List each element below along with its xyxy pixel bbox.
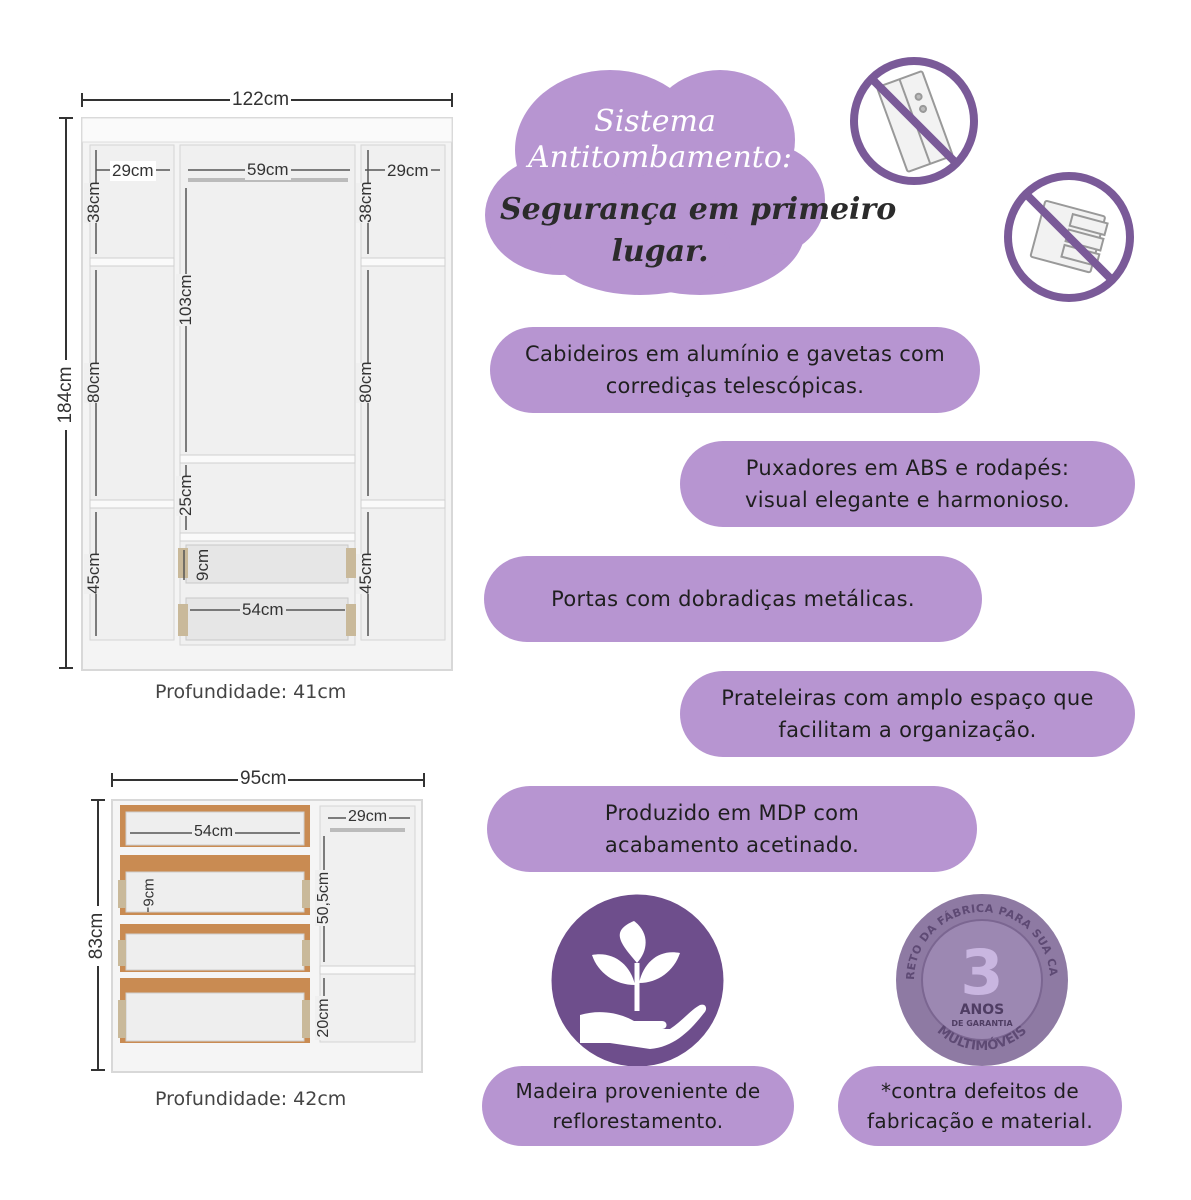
wardrobe-left-width: 29cm: [110, 161, 156, 181]
feature-4-line1: Prateleiras com amplo espaço que: [721, 686, 1094, 710]
wardrobe-diagram: [59, 93, 453, 671]
seal-anos: ANOS: [960, 1002, 1005, 1018]
reforestation-note: Madeira proveniente de reflorestamento.: [482, 1066, 794, 1146]
wardrobe-mid-right-height: 80cm: [356, 361, 376, 403]
wardrobe-top-right-height: 38cm: [356, 181, 376, 223]
headline-line3: Segurança em primeiro: [500, 192, 897, 227]
warranty-line1: *contra defeitos de: [880, 1079, 1080, 1103]
headline-line2: Antitombamento:: [527, 140, 793, 175]
wardrobe-height-label: 184cm: [55, 360, 77, 430]
wardrobe-top-left-height: 38cm: [84, 181, 104, 223]
headline-line4: lugar.: [611, 234, 709, 269]
wardrobe-drawer-width: 54cm: [240, 600, 286, 620]
dresser-depth-label: Profundidade: 42cm: [155, 1088, 347, 1110]
headline-cloud: [485, 70, 825, 295]
warranty-seal: DIRETO DA FÁBRICA PARA SUA CASA MULTIMÓV…: [892, 890, 1068, 1066]
dresser-diagram: [91, 773, 425, 1073]
feature-2-line2: visual elegante e harmonioso.: [744, 488, 1071, 512]
wardrobe-depth-label: Profundidade: 41cm: [155, 681, 347, 703]
feature-1-line2: corrediças telescópicas.: [605, 374, 865, 398]
reforestation-line1: Madeira proveniente de: [515, 1079, 761, 1103]
seal-garantia: DE GARANTIA: [951, 1019, 1013, 1028]
feature-shelves: Prateleiras com amplo espaço que facilita…: [680, 671, 1135, 757]
feature-1-line1: Cabideiros em alumínio e gavetas com: [525, 342, 945, 366]
dresser-drawer-width: 54cm: [192, 823, 236, 841]
wardrobe-drawer-height: 9cm: [193, 548, 213, 581]
dresser-width-label: 95cm: [238, 768, 289, 790]
wardrobe-hanging-height: 103cm: [176, 274, 196, 326]
feature-hangers-drawers: Cabideiros em alumínio e gavetas com corr…: [490, 327, 980, 413]
dresser-height-label: 83cm: [86, 906, 108, 966]
no-tipping-wardrobe-icon: [850, 57, 978, 185]
feature-2-line1: Puxadores em ABS e rodapés:: [745, 456, 1070, 480]
wardrobe-mid-left-height: 80cm: [84, 361, 104, 403]
wardrobe-width-label: 122cm: [230, 89, 292, 111]
no-tipping-dresser-icon: [1004, 172, 1134, 302]
feature-metal-hinges: Portas com dobradiças metálicas.: [484, 556, 982, 642]
feature-5-line2: acabamento acetinado.: [604, 833, 860, 857]
wardrobe-shelf-height: 25cm: [176, 474, 196, 516]
plant-in-hand-icon: [551, 894, 724, 1067]
feature-4-line2: facilitam a organização.: [778, 718, 1037, 742]
dresser-right-width: 29cm: [346, 808, 390, 826]
seal-number: 3: [960, 936, 1003, 1009]
dresser-upper-height: 50,5cm: [315, 870, 333, 926]
feature-handles-baseboards: Puxadores em ABS e rodapés: visual elegan…: [680, 441, 1135, 527]
dresser-lower-height: 20cm: [315, 996, 333, 1040]
dresser-drawer-height: 9cm: [140, 877, 158, 908]
wardrobe-bottom-right-height: 45cm: [356, 552, 376, 594]
wardrobe-bottom-left-height: 45cm: [84, 552, 104, 594]
warranty-note: *contra defeitos de fabricação e material…: [838, 1066, 1122, 1146]
feature-mdp-finish: Produzido em MDP com acabamento acetinado…: [487, 786, 977, 872]
reforestation-line2: reflorestamento.: [552, 1109, 724, 1133]
feature-3-line1: Portas com dobradiças metálicas.: [551, 587, 915, 611]
headline-line1: Sistema: [594, 104, 716, 139]
warranty-line2: fabricação e material.: [867, 1109, 1093, 1133]
wardrobe-right-width: 29cm: [385, 161, 431, 181]
wardrobe-center-width: 59cm: [245, 160, 291, 180]
feature-5-line1: Produzido em MDP com: [604, 801, 860, 825]
